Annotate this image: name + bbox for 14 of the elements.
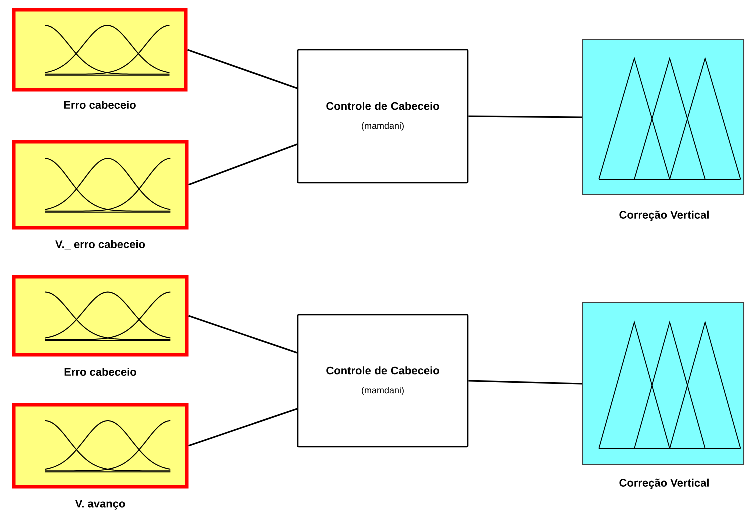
- connector-line: [187, 49, 298, 90]
- box-label: Correção Vertical: [620, 478, 709, 490]
- box-label: Correção Vertical: [620, 210, 709, 222]
- controller-box: Controle de Cabeceio (mamdani): [297, 49, 469, 184]
- box-label: Erro cabeceio: [64, 368, 136, 376]
- box-label: Erro cabeceio: [64, 100, 136, 110]
- box-label: V._ erro cabeceio: [56, 240, 146, 250]
- controller-box: Controle de Cabeceio (mamdani): [297, 314, 469, 448]
- connector-line: [468, 116, 583, 118]
- box-label: V. avanço: [75, 500, 126, 510]
- connector-line: [188, 408, 298, 447]
- connector-line: [188, 144, 298, 186]
- connector-line: [188, 315, 298, 354]
- connector-line: [468, 380, 583, 385]
